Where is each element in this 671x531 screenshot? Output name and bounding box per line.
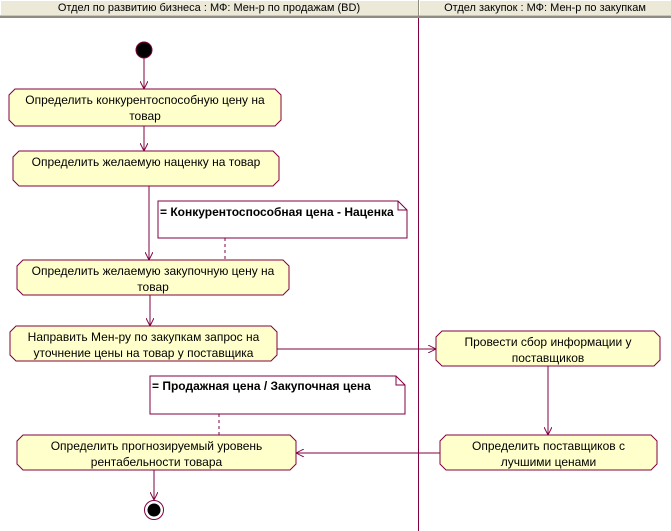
swimlane-divider: [418, 18, 419, 531]
activity-send-request-to-procurement[interactable]: Направить Мен-ру по закупкам запрос на у…: [11, 327, 276, 360]
activity-determine-purchase-price[interactable]: Определить желаемую закупочную цену на т…: [18, 261, 288, 294]
activity-determine-competitive-price[interactable]: Определить конкурентоспособную цену на т…: [10, 90, 280, 125]
activity-determine-profitability[interactable]: Определить прогнозируемый уровень рентаб…: [18, 436, 295, 469]
activity-line: Направить Мен-ру по закупкам запрос на: [27, 330, 260, 344]
note-text-markup-formula: = Конкурентоспособная цена - Наценка: [160, 205, 394, 219]
activity-line: Провести сбор информации у: [464, 335, 632, 349]
activity-determine-best-suppliers[interactable]: Определить поставщиков с лучшими ценами: [441, 436, 656, 469]
activity-line: товар: [129, 109, 161, 123]
activity-line: Определить прогнозируемый уровень: [50, 439, 263, 453]
activity-determine-markup[interactable]: Определить желаемую наценку на товар: [14, 152, 278, 185]
note-text-profitability-formula: = Продажная цена / Закупочная цена: [152, 379, 371, 393]
activity-collect-supplier-info[interactable]: Провести сбор информации у поставщиков: [437, 332, 659, 365]
activity-outline: [12, 150, 280, 187]
activity-line: уточнение цены на товар у поставщика: [33, 346, 254, 360]
final-node-inner: [147, 503, 161, 517]
activity-line: Определить поставщиков с: [472, 439, 625, 453]
activity-line: поставщиков: [511, 351, 585, 365]
activity-line: товар: [137, 280, 169, 294]
note-fold-2: [395, 376, 405, 386]
activity-outline: [16, 434, 297, 471]
activity-line: Определить желаемую закупочную цену на: [31, 264, 275, 278]
activity-line: рентабельности товара: [90, 455, 223, 469]
initial-node[interactable]: [135, 41, 153, 59]
activity-line: лучшими ценами: [500, 455, 597, 469]
activity-line: Определить желаемую наценку на товар: [31, 155, 261, 169]
activity-outline: [9, 325, 278, 362]
activity-outline: [439, 434, 658, 471]
note-shape-2[interactable]: [149, 375, 406, 415]
activity-outline: [16, 259, 290, 296]
swimlane-header-procurement[interactable]: Отдел закупок : МФ: Мен-р по закупкам: [419, 0, 671, 18]
note-shape-1[interactable]: [157, 200, 408, 239]
activity-outline: [435, 330, 661, 367]
note-fold-1: [397, 201, 407, 211]
swimlane-header-separator: [418, 0, 419, 18]
activity-line: Определить конкурентоспособную цену на: [25, 93, 265, 107]
activity-outline: [8, 88, 282, 127]
swimlane-header-business-dev[interactable]: Отдел по развитию бизнеса : МФ: Мен-р по…: [0, 0, 418, 18]
